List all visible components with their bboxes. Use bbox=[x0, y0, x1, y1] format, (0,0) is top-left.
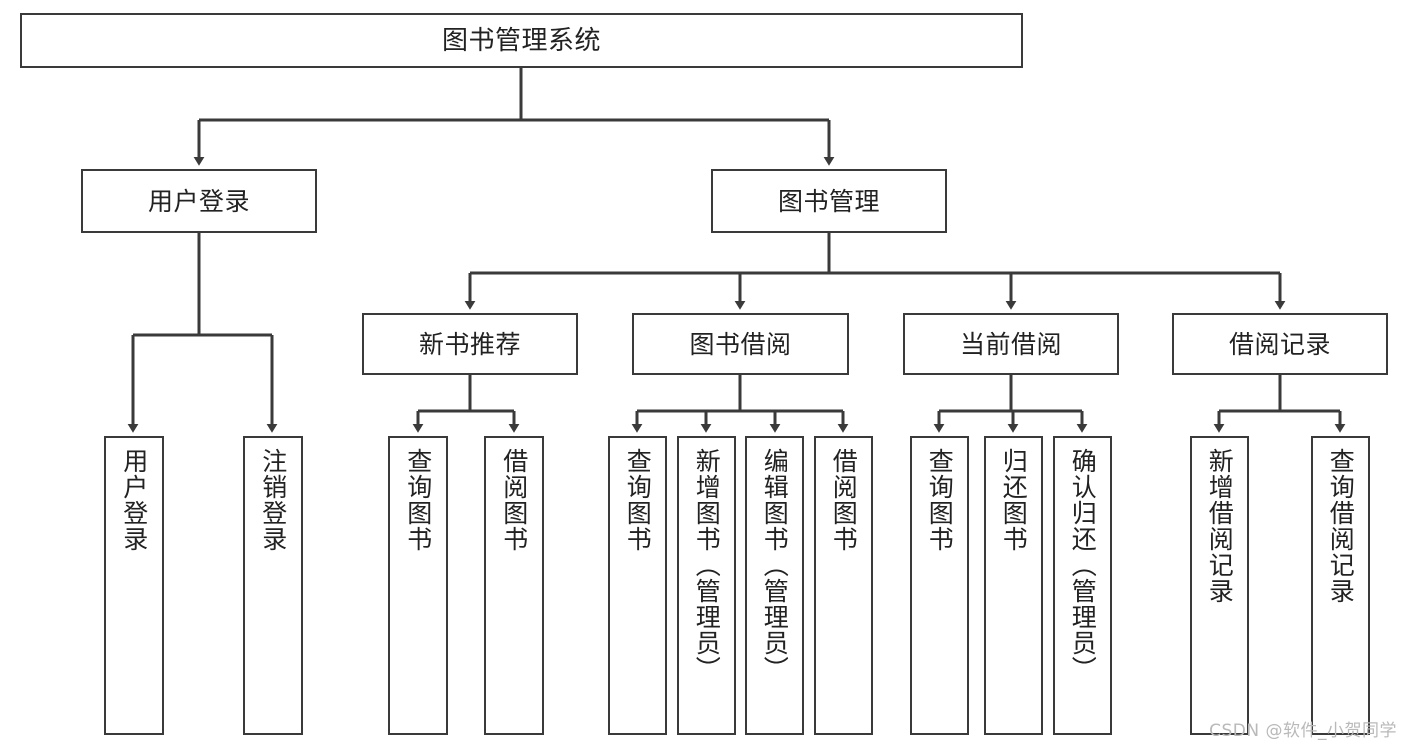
node-label: 新增图书（管理员） bbox=[692, 448, 722, 682]
node-label: 新增借阅记录 bbox=[1205, 448, 1235, 604]
node-leaf-borrow-book-rec[interactable]: 借阅图书 bbox=[484, 436, 544, 735]
watermark-label: CSDN @软件_小贺同学 bbox=[1209, 721, 1397, 741]
node-label: 图书管理 bbox=[777, 186, 880, 216]
node-label: 借阅图书 bbox=[499, 448, 529, 552]
node-leaf-query-borrow-record[interactable]: 查询借阅记录 bbox=[1311, 436, 1370, 735]
node-label: 查询图书 bbox=[925, 448, 955, 552]
node-label: 新书推荐 bbox=[418, 329, 521, 359]
node-label: 当前借阅 bbox=[959, 329, 1062, 359]
node-leaf-borrow-book[interactable]: 借阅图书 bbox=[814, 436, 873, 735]
node-leaf-query-book-borrow[interactable]: 查询图书 bbox=[608, 436, 667, 735]
node-label: 归还图书 bbox=[999, 448, 1029, 552]
node-borrow-record[interactable]: 借阅记录 bbox=[1172, 313, 1388, 375]
node-label: 注销登录 bbox=[258, 448, 288, 552]
node-new-book-recommend[interactable]: 新书推荐 bbox=[362, 313, 578, 375]
node-label: 用户登录 bbox=[147, 186, 250, 216]
node-book-manage[interactable]: 图书管理 bbox=[711, 169, 947, 233]
node-label: 编辑图书（管理员） bbox=[760, 448, 790, 682]
node-book-borrow[interactable]: 图书借阅 bbox=[632, 313, 849, 375]
node-leaf-add-borrow-record[interactable]: 新增借阅记录 bbox=[1190, 436, 1249, 735]
node-leaf-query-book-current[interactable]: 查询图书 bbox=[910, 436, 969, 735]
node-label: 查询借阅记录 bbox=[1326, 448, 1356, 604]
node-leaf-return-book[interactable]: 归还图书 bbox=[984, 436, 1043, 735]
node-label: 用户登录 bbox=[119, 448, 149, 552]
node-label: 借阅记录 bbox=[1228, 329, 1331, 359]
node-label: 借阅图书 bbox=[829, 448, 859, 552]
node-user-login[interactable]: 用户登录 bbox=[81, 169, 317, 233]
node-leaf-logout[interactable]: 注销登录 bbox=[243, 436, 303, 735]
node-root[interactable]: 图书管理系统 bbox=[20, 13, 1023, 68]
node-leaf-user-login[interactable]: 用户登录 bbox=[104, 436, 164, 735]
node-label: 查询图书 bbox=[403, 448, 433, 552]
node-label: 查询图书 bbox=[623, 448, 653, 552]
node-label: 确认归还（管理员） bbox=[1068, 448, 1098, 682]
node-leaf-confirm-return-admin[interactable]: 确认归还（管理员） bbox=[1053, 436, 1112, 735]
node-current-borrow[interactable]: 当前借阅 bbox=[903, 313, 1119, 375]
node-leaf-query-book-rec[interactable]: 查询图书 bbox=[388, 436, 448, 735]
node-label: 图书借阅 bbox=[689, 329, 792, 359]
node-label: 图书管理系统 bbox=[441, 25, 601, 56]
node-leaf-edit-book-admin[interactable]: 编辑图书（管理员） bbox=[745, 436, 804, 735]
node-leaf-add-book-admin[interactable]: 新增图书（管理员） bbox=[677, 436, 736, 735]
